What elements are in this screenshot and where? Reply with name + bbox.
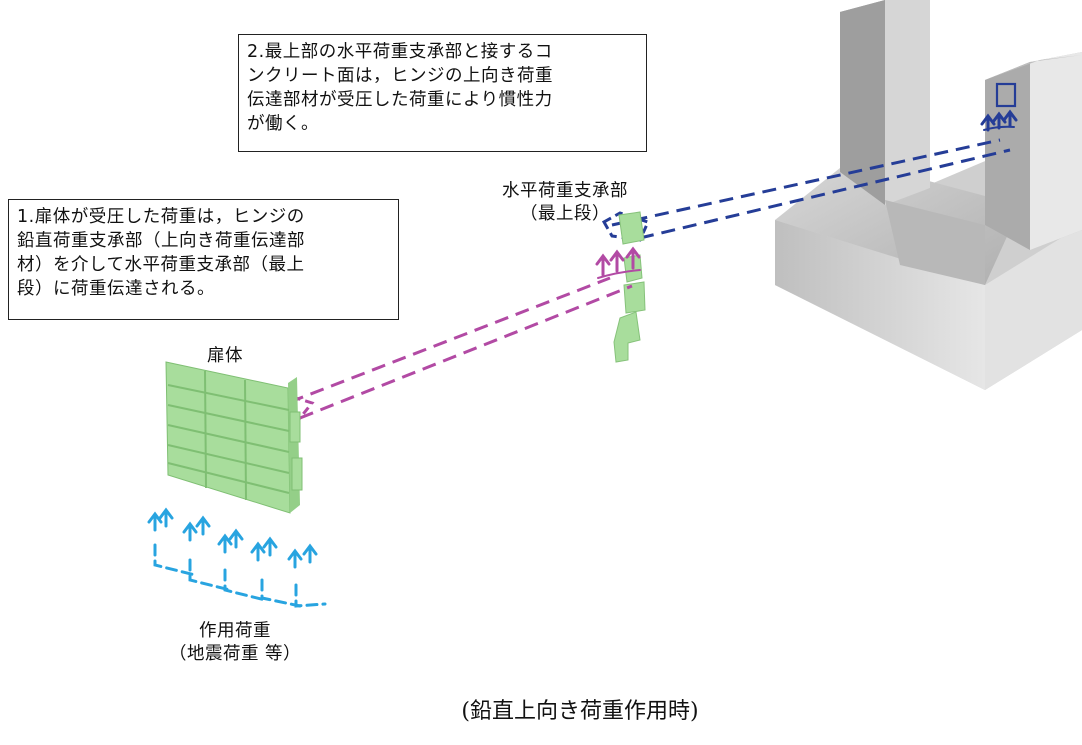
acting-load-subtitle: （地震荷重 等） xyxy=(168,644,302,664)
note1-line: 鉛直荷重支承部（上向き荷重伝達部 xyxy=(17,231,305,251)
load-path-navy xyxy=(601,138,1011,242)
door-body xyxy=(165,361,303,514)
horizontal-support-title: 水平荷重支承部 xyxy=(502,181,628,201)
acting-load-title: 作用荷重 xyxy=(199,621,271,641)
note2-line: 2.最上部の水平荷重支承部と接するコ xyxy=(247,42,553,62)
horizontal-support-subtitle: （最上段） xyxy=(520,204,610,224)
contact-surface-marker xyxy=(995,82,1017,108)
inertia-arrows xyxy=(980,109,1018,132)
note1-line: 1.扉体が受圧した荷重は，ヒンジの xyxy=(17,207,305,227)
note2-line: が働く。 xyxy=(247,114,319,134)
note-concrete-inertia: 2.最上部の水平荷重支承部と接するコ ンクリート面は，ヒンジの上向き荷重 伝達部… xyxy=(238,34,647,152)
figure-caption: (鉛直上向き荷重作用時) xyxy=(461,699,699,724)
concrete-structure xyxy=(775,0,1082,390)
acting-load-arrows xyxy=(147,507,327,608)
horizontal-support-label: 水平荷重支承部 （最上段） xyxy=(455,180,675,226)
acting-load-label: 作用荷重 （地震荷重 等） xyxy=(135,620,335,666)
note1-line: 材）を介して水平荷重支承部（最上 xyxy=(17,255,305,275)
hinge-parts xyxy=(613,211,646,363)
note2-line: ンクリート面は，ヒンジの上向き荷重 xyxy=(247,66,553,86)
transfer-arrows xyxy=(595,246,641,279)
door-body-label: 扉体 xyxy=(207,346,243,366)
note1-line: 段）に荷重伝達される。 xyxy=(17,279,215,299)
note-load-transfer: 1.扉体が受圧した荷重は，ヒンジの 鉛直荷重支承部（上向き荷重伝達部 材）を介し… xyxy=(8,199,399,320)
note2-line: 伝達部材が受圧した荷重により慣性力 xyxy=(247,90,553,110)
